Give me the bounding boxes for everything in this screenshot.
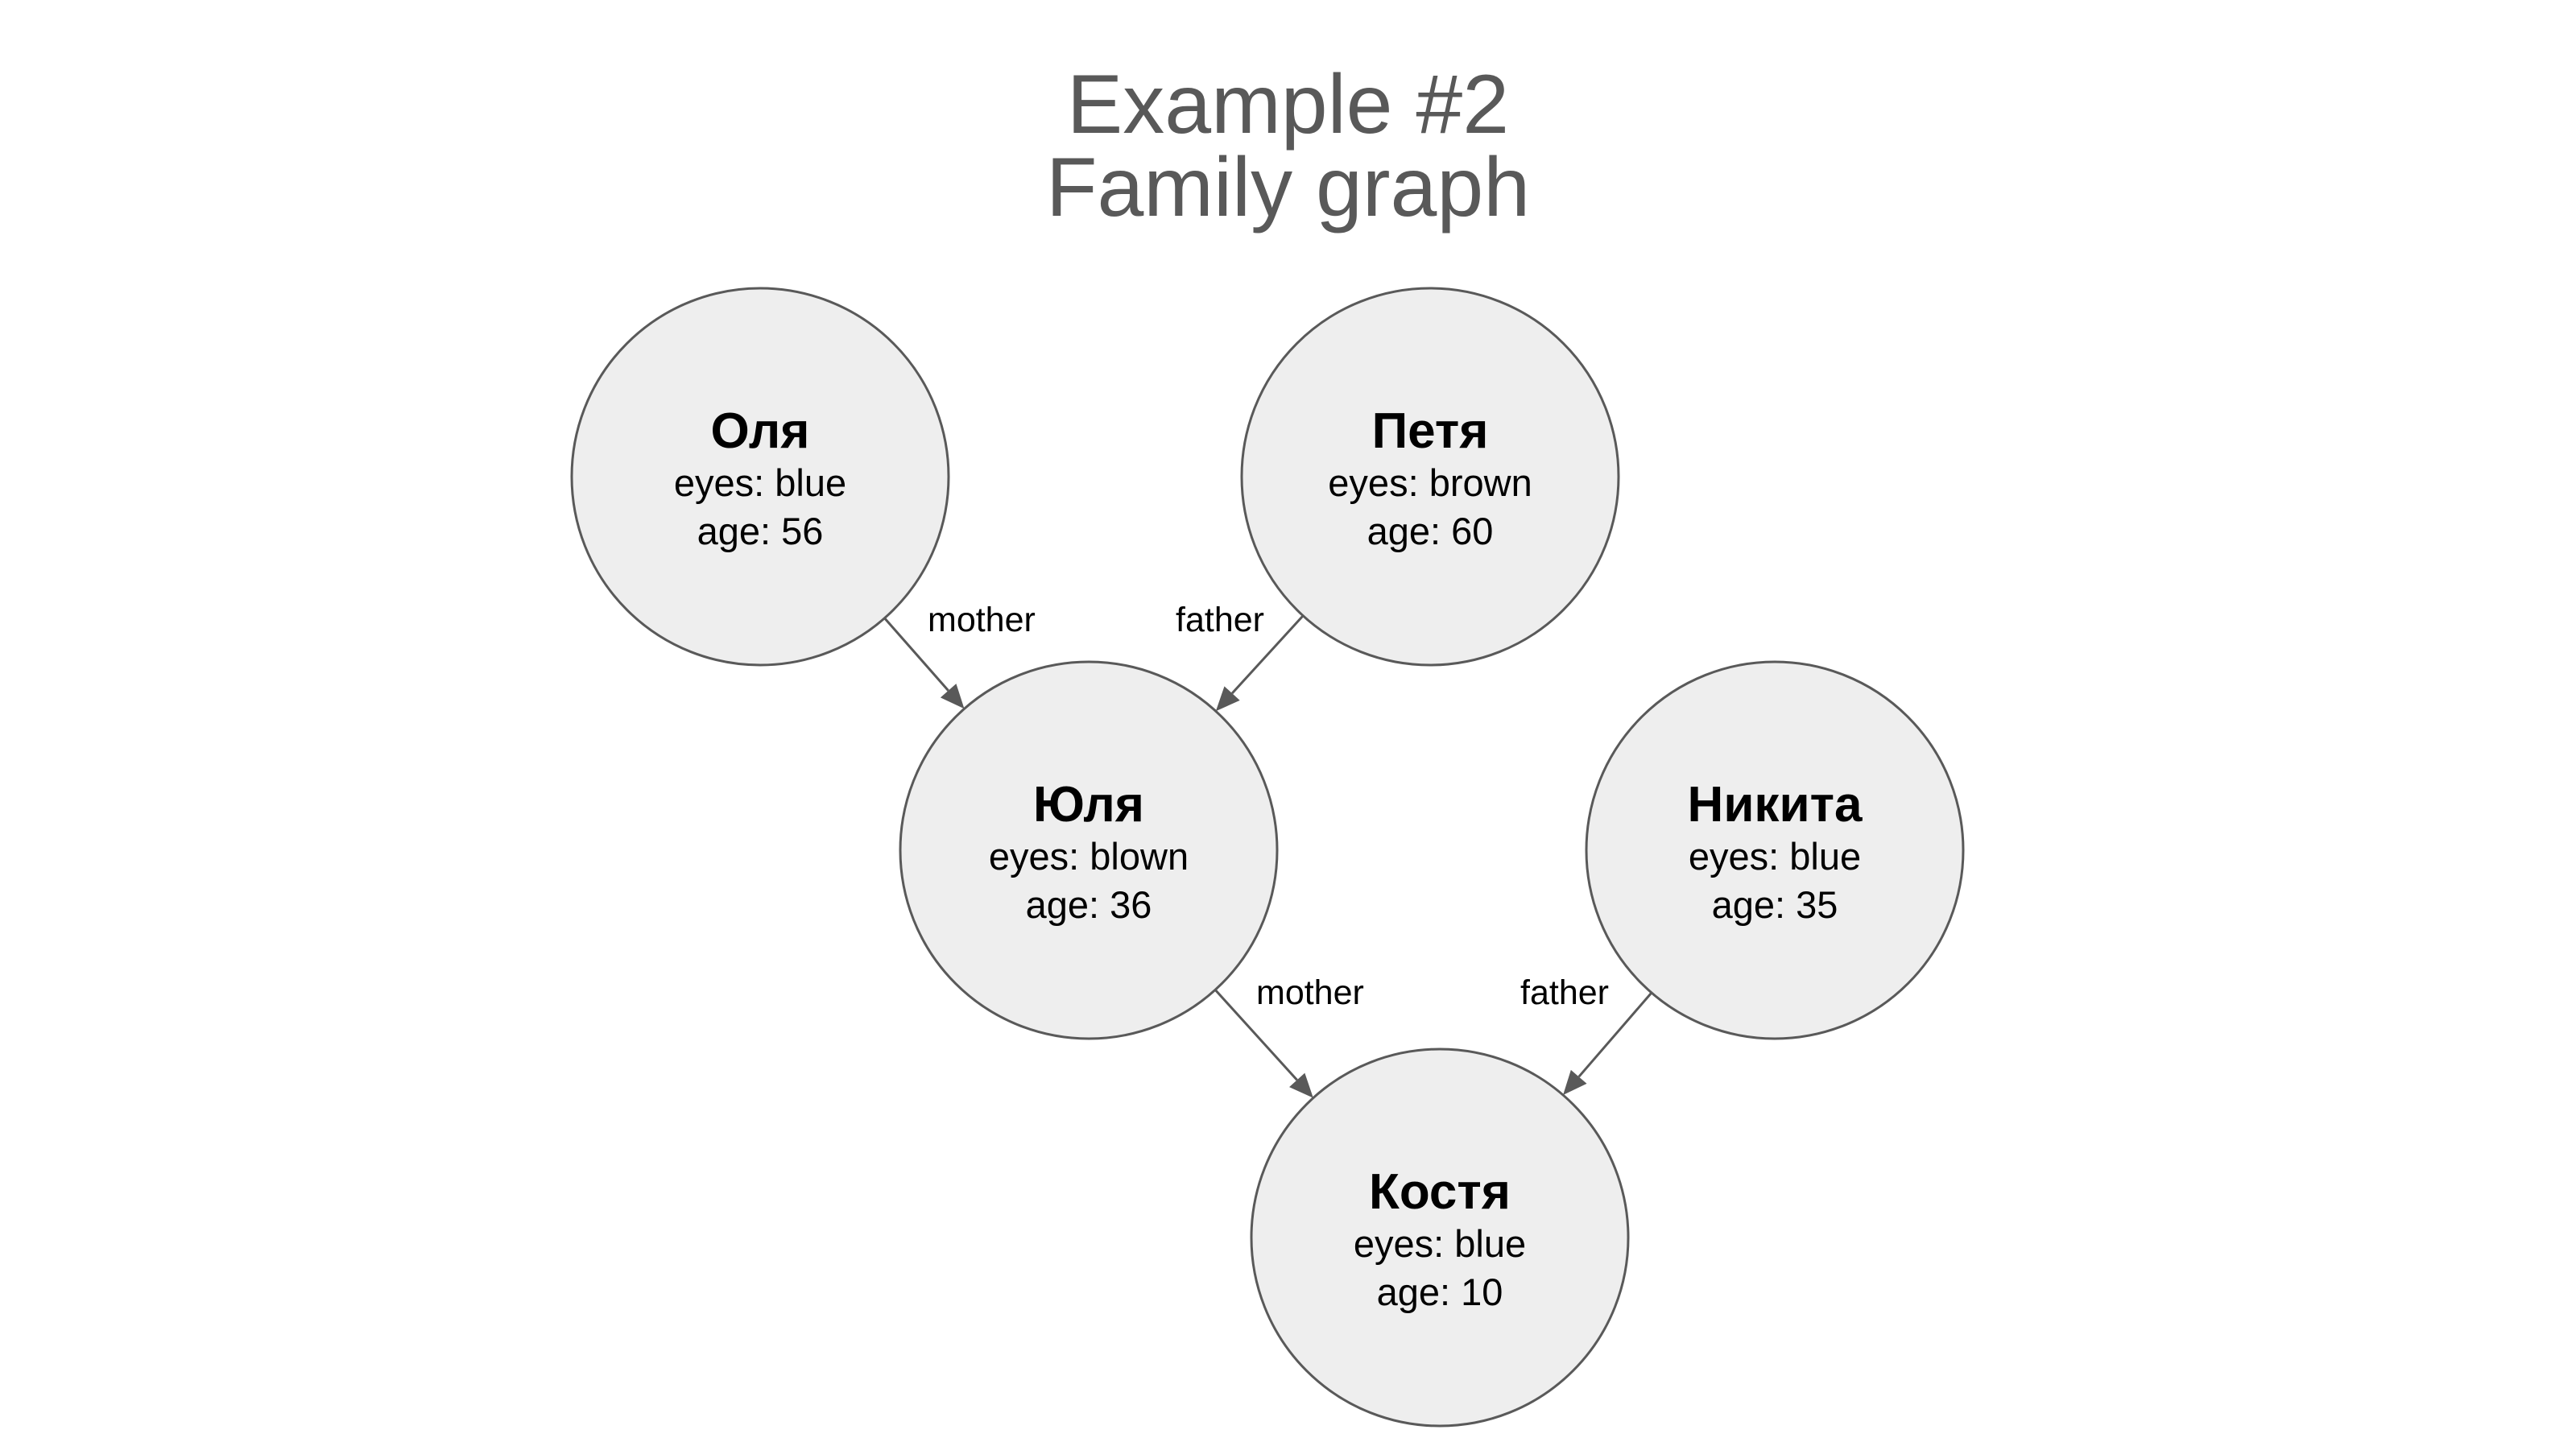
node-name: Петя [1372,403,1489,459]
node-circle [570,287,950,667]
edge-line [1577,992,1653,1078]
edge-petya-yulya: father [1176,601,1305,712]
edge-yulya-kostya: mother [1214,973,1364,1098]
node-eyes: eyes: blue [674,461,846,504]
node-eyes: eyes: blue [1689,835,1861,878]
node-age: age: 36 [1026,883,1152,926]
node-name: Оля [711,403,810,459]
node-circle [1240,287,1620,667]
node-age: age: 35 [1712,883,1838,926]
edge-nikita-kostya: father [1520,973,1653,1096]
node-eyes: eyes: blown [989,835,1189,878]
arrow-head-icon [1563,1069,1587,1096]
node-circle [1585,660,1965,1040]
node-eyes: eyes: blue [1354,1222,1526,1265]
node-eyes: eyes: brown [1328,461,1532,504]
node-age: age: 10 [1377,1271,1503,1313]
edge-label: father [1520,973,1609,1012]
node-age: age: 56 [697,510,824,552]
node-name: Костя [1369,1164,1511,1220]
node-circle [1250,1048,1630,1428]
node-name: Юля [1033,777,1144,833]
arrow-head-icon [1289,1072,1313,1098]
edge-label: father [1176,601,1264,639]
arrow-head-icon [1215,686,1240,712]
edge-line [1230,614,1305,695]
node-name: Никита [1688,777,1863,833]
arrow-head-icon [940,684,965,709]
edge-line [883,617,949,692]
node-age: age: 60 [1367,510,1494,552]
edge-label: mother [928,601,1036,639]
diagram-title-line-1: Example #2 [1066,58,1510,151]
edge-line [1214,989,1298,1081]
node-circle [899,660,1279,1040]
edge-olya-yulya: mother [883,601,1036,709]
edge-label: mother [1256,973,1364,1012]
diagram-title-line-2: Family graph [1045,141,1531,234]
